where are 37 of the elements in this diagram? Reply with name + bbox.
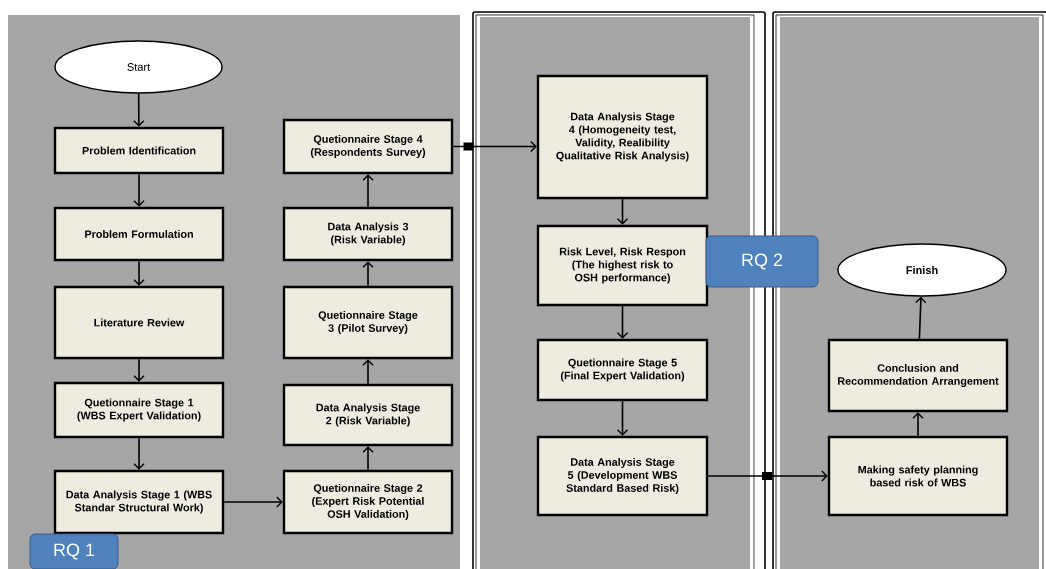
arrow <box>616 198 629 225</box>
process-box: Data Analysis Stage 5 (Development WBS Standard Based Risk) <box>536 435 709 517</box>
arrow <box>915 296 927 340</box>
arrow <box>616 400 629 436</box>
process-box: Conclusion and Recommendation Arrangement <box>827 338 1009 413</box>
arrow <box>362 359 374 385</box>
process-box: Problem Identification <box>53 126 225 175</box>
arrow <box>133 437 145 470</box>
terminal-oval: Finish <box>837 243 1007 297</box>
arrow <box>133 92 145 127</box>
arrow <box>133 260 145 286</box>
process-box: Quetionnaire Stage 4 (Respondents Survey) <box>282 118 454 175</box>
arrow <box>362 174 374 208</box>
process-box: Data Analysis Stage 2 (Risk Variable) <box>282 383 454 447</box>
arrow <box>362 261 374 287</box>
badge: RQ 1 <box>29 533 119 569</box>
arrow <box>362 446 374 471</box>
arrow <box>912 412 924 437</box>
terminal-oval: Start <box>54 40 223 94</box>
process-box: Literature Review <box>53 285 225 360</box>
arrow <box>616 305 629 339</box>
arrow <box>452 140 537 153</box>
arrow <box>133 173 145 207</box>
process-box: Quetionnaire Stage 1 (WBS Expert Validation) <box>53 381 225 439</box>
arrow <box>133 358 145 382</box>
badge: RQ 2 <box>705 235 819 288</box>
process-box: Risk Level, Risk Respon (The highest risk to OSH performance) <box>536 224 709 307</box>
process-box: Problem Formulation <box>53 206 225 262</box>
process-box: Data Analysis Stage 1 (WBS Standar Structural Work) <box>53 469 225 535</box>
process-box: Quetionnaire Stage 5 (Final Expert Validation) <box>536 338 709 402</box>
process-box: Quetionnaire Stage 3 (Pilot Survey) <box>282 285 454 360</box>
process-box: Quetionnaire Stage 2 (Expert Risk Potential OSH Validation) <box>282 469 454 535</box>
process-box: Data Analysis Stage 4 (Homogeneity test, Validity, Realibility Qualitative Risk Analysis) <box>536 74 709 200</box>
process-box: Data Analysis 3 (Risk Variable) <box>282 206 454 262</box>
process-box: Making safety planning based risk of WBS <box>827 435 1009 517</box>
arrow <box>223 496 283 508</box>
arrow <box>707 470 828 482</box>
